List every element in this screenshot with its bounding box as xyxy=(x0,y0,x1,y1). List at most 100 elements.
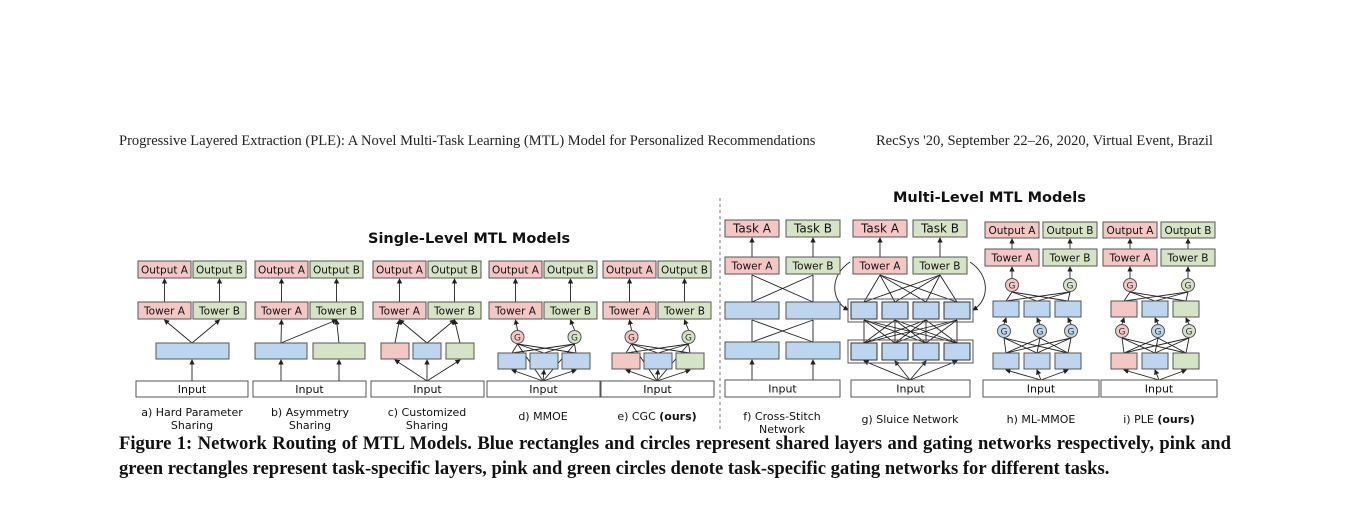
arrow xyxy=(656,368,691,382)
input-8-label: Input xyxy=(1145,383,1174,396)
connector xyxy=(894,319,958,344)
connector xyxy=(1123,291,1131,302)
mid-gate-7-2-label: G xyxy=(1068,328,1075,338)
connector xyxy=(751,274,814,303)
expert-3-2 xyxy=(561,352,591,370)
output-a-7-label: Output A xyxy=(989,225,1037,237)
input-1-label: Input xyxy=(295,383,324,396)
tower-b-3-label: Tower B xyxy=(549,306,591,318)
skip-connection-right xyxy=(969,261,986,311)
connector xyxy=(879,274,927,303)
top-expert-7-1 xyxy=(1023,300,1051,318)
connector xyxy=(1011,291,1069,302)
connector xyxy=(1185,337,1190,354)
task-a-5 xyxy=(724,219,780,238)
tower-a-2 xyxy=(372,301,427,320)
connector xyxy=(631,343,691,354)
arrow xyxy=(163,319,193,344)
input-4-label: Input xyxy=(643,383,672,396)
connector xyxy=(1121,337,1187,354)
output-b-7 xyxy=(1042,221,1098,239)
output-b-8 xyxy=(1160,221,1216,239)
arrow xyxy=(452,319,461,344)
tower-a-5 xyxy=(724,256,780,275)
sluice-top-group xyxy=(847,298,974,323)
running-header-title: Progressive Layered Extraction (PLE): A … xyxy=(119,133,816,149)
tower-b-8 xyxy=(1160,248,1216,267)
arrow xyxy=(1185,317,1191,325)
panel-caption-7: h) ML-MMOE xyxy=(1007,413,1076,426)
output-a-3 xyxy=(488,260,543,279)
mid-gate-8-0-label: G xyxy=(1119,328,1126,338)
tower-a-8-label: Tower A xyxy=(1109,253,1152,265)
arrow xyxy=(394,359,428,382)
arrow xyxy=(1067,317,1073,325)
connector xyxy=(863,319,958,344)
mid-gate-8-1-label: G xyxy=(1155,328,1162,338)
connector xyxy=(625,343,632,354)
output-b-0-label: Output B xyxy=(196,265,243,277)
tower-a-0-label: Tower A xyxy=(143,306,186,318)
top-expert-7-2 xyxy=(1054,300,1082,318)
arrow xyxy=(1154,369,1160,381)
connector xyxy=(1154,291,1189,302)
input-5 xyxy=(724,379,841,398)
top-expert-7-0 xyxy=(992,300,1020,318)
tower-a-5-label: Tower A xyxy=(731,261,774,273)
layer-b2-5 xyxy=(785,341,841,360)
output-b-3 xyxy=(543,260,598,279)
output-b-3-label: Output B xyxy=(547,265,594,277)
panel-caption-3: d) MMOE xyxy=(518,410,567,423)
tower-b-7 xyxy=(1042,248,1098,267)
bottom-expert-8-1 xyxy=(1141,352,1169,370)
tower-a-3-label: Tower A xyxy=(494,306,537,318)
arrow xyxy=(511,368,544,382)
gate-a-3 xyxy=(510,330,525,344)
top-expert-8-1 xyxy=(1141,300,1169,318)
output-a-7 xyxy=(984,221,1040,239)
arrow xyxy=(625,368,658,382)
connector xyxy=(863,319,927,344)
sluice-top-1 xyxy=(881,301,909,320)
top-gate-b-8-label: G xyxy=(1185,282,1192,292)
arrow xyxy=(1154,317,1160,325)
panel-caption-0: a) Hard Parameter xyxy=(141,406,243,419)
connector xyxy=(863,274,881,303)
panel-caption-8: i) PLE (ours) xyxy=(1123,413,1194,426)
tower-b-6-label: Tower B xyxy=(919,261,961,273)
connector xyxy=(751,319,814,343)
panel-caption-4: e) CGC (ours) xyxy=(617,410,696,423)
expert-4-1 xyxy=(643,352,673,370)
connector xyxy=(517,343,545,354)
output-a-4 xyxy=(602,260,657,279)
arrow xyxy=(280,319,338,344)
input-7 xyxy=(982,379,1100,398)
input-4 xyxy=(600,380,715,398)
tower-b-2-label: Tower B xyxy=(433,306,475,318)
tower-b-4 xyxy=(657,301,712,320)
connector xyxy=(1157,337,1187,354)
output-a-2 xyxy=(372,260,427,279)
arrow xyxy=(394,319,402,344)
arrow xyxy=(191,319,221,344)
tower-b-0 xyxy=(192,301,247,320)
expert-4-0 xyxy=(611,352,641,370)
connector xyxy=(1003,337,1038,354)
sluice-bottom-1 xyxy=(881,342,909,361)
panel-caption-bold-4: (ours) xyxy=(659,410,696,423)
mid-gate-8-2 xyxy=(1182,324,1196,338)
panel-caption-2: c) Customized xyxy=(388,406,467,419)
input-6-label: Input xyxy=(896,383,925,396)
specific-a-2 xyxy=(380,342,410,360)
arrow xyxy=(1036,317,1042,325)
task-b-5 xyxy=(785,219,841,238)
sluice-bottom-0 xyxy=(850,342,878,361)
mid-gate-8-0 xyxy=(1115,324,1129,338)
task-b-6 xyxy=(912,219,968,238)
top-gate-b-7-label: G xyxy=(1067,282,1074,292)
bottom-expert-7-0 xyxy=(992,352,1020,370)
tower-b-1-label: Tower B xyxy=(315,306,357,318)
arrow xyxy=(627,319,634,331)
top-expert-8-2 xyxy=(1172,300,1200,318)
connector xyxy=(1039,337,1069,354)
